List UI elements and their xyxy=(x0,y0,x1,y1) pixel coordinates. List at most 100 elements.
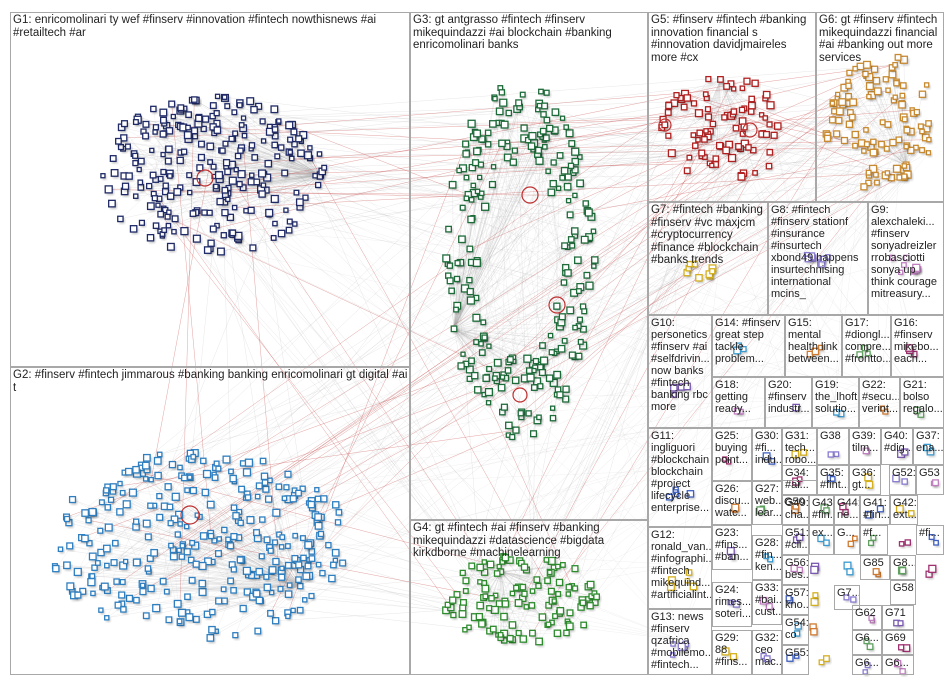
group-label: G26: discu... watc... xyxy=(715,483,750,519)
edge xyxy=(107,521,137,591)
group-box-g37: G37: ena... xyxy=(913,428,944,465)
group-box-gex: ex... xyxy=(809,525,834,555)
edge xyxy=(224,600,288,614)
edge xyxy=(168,160,321,176)
edge xyxy=(250,101,321,176)
group-label: G44: ne... xyxy=(837,497,860,521)
edge xyxy=(206,473,282,548)
group-label: G4: gt #fintech #ai #finserv #banking mi… xyxy=(413,522,605,559)
group-box-gfi: #fi... xyxy=(916,525,944,555)
group-box-g19: G19: the_lhoft solutio... xyxy=(812,377,859,428)
edge xyxy=(163,133,263,174)
group-label: G29: 88 #fins... xyxy=(715,632,748,668)
edge xyxy=(274,174,321,200)
group-label: G52: xyxy=(892,467,916,479)
edge xyxy=(203,128,321,176)
group-label: G22: #secu... verint... xyxy=(862,379,900,415)
edge xyxy=(553,155,561,383)
edge xyxy=(165,174,321,186)
group-box-g39: G39: tilm... xyxy=(849,428,881,465)
group-label: G2: #finserv #fintech jimmarous #banking… xyxy=(13,369,408,394)
group-label: G32: ceo mac... xyxy=(755,632,782,668)
edge xyxy=(101,502,301,587)
edge xyxy=(216,532,257,632)
edge xyxy=(124,151,185,177)
group-box-g18: G18: getting ready... xyxy=(712,377,765,428)
group-box-g25: G25: buying point... xyxy=(712,428,752,481)
edge xyxy=(120,174,321,220)
edge xyxy=(232,174,321,181)
group-box-g8: G8: #fintech #finserv stationf #insuranc… xyxy=(768,202,868,315)
edge xyxy=(164,174,321,231)
edge xyxy=(244,135,321,176)
edge xyxy=(485,206,575,293)
node xyxy=(810,628,818,636)
edge xyxy=(224,174,321,213)
edge xyxy=(141,133,165,162)
edge xyxy=(195,489,242,565)
edge xyxy=(212,537,304,563)
group-box-g27: G27: web... lear... xyxy=(752,481,782,525)
group-label: G7... xyxy=(837,587,860,599)
edge xyxy=(189,174,295,225)
edge xyxy=(271,585,301,593)
edge xyxy=(243,585,301,609)
group-label: G6... xyxy=(855,657,879,669)
group-label: G58 xyxy=(893,582,914,594)
edge xyxy=(266,474,289,577)
group-box-g36: G36: gt... xyxy=(849,465,881,495)
node xyxy=(904,539,911,546)
group-label: G11: ingliguori #blockchain blockchain #… xyxy=(651,430,710,514)
edge xyxy=(100,463,217,553)
edge xyxy=(251,148,321,176)
group-label: #f... xyxy=(863,527,882,539)
edge xyxy=(157,475,301,587)
edge xyxy=(157,174,321,206)
group-label: G1: enricomolinari ty wef #finserv #inno… xyxy=(13,14,377,39)
edge xyxy=(291,158,321,176)
edge xyxy=(180,152,264,175)
group-label: G43: #fin... xyxy=(812,497,834,521)
group-label: G... xyxy=(837,527,855,539)
group-box-g15: G15: mental health link between... xyxy=(785,315,842,377)
group-box-g28: G28: #fin... ken... xyxy=(752,535,782,580)
edge xyxy=(537,109,569,201)
group-box-g4: G4: gt #fintech #ai #finserv #banking mi… xyxy=(410,520,648,675)
group-label: G16: #finserv mikebo... each... xyxy=(894,317,939,365)
group-label: G17: #diongl... compre... #fronttо... xyxy=(845,317,891,365)
edge xyxy=(453,328,555,354)
edge xyxy=(77,505,155,573)
group-box-g8b: G8... xyxy=(890,555,916,580)
edge xyxy=(205,118,321,176)
edge xyxy=(168,174,321,213)
edge xyxy=(259,485,339,513)
group-label: G8: #fintech #finserv stationf #insuranc… xyxy=(771,204,859,300)
group-label: G62 xyxy=(855,607,876,619)
group-box-g30: G30: #fi... indu... xyxy=(752,428,782,481)
edge xyxy=(212,115,321,176)
group-label: G6... xyxy=(885,657,909,669)
edge xyxy=(173,174,321,232)
group-label: G30: #fi... indu... xyxy=(755,430,782,466)
edge xyxy=(153,108,164,172)
group-box-g29: G29: 88 #fins... xyxy=(712,630,752,675)
group-box-g71: G71 xyxy=(882,605,914,630)
edge xyxy=(66,565,301,587)
edge xyxy=(225,174,321,195)
group-box-g51: G51: #cli... xyxy=(782,525,809,555)
group-box-g14: G14: #finserv great step tackle problem.… xyxy=(712,315,785,377)
edge xyxy=(148,571,301,587)
edge xyxy=(300,560,336,587)
group-label: G42: ext... xyxy=(893,497,917,521)
group-box-g52: G52: xyxy=(889,465,916,495)
group-box-g57: G57: kno... xyxy=(782,585,809,615)
edge xyxy=(54,565,95,568)
node xyxy=(928,564,937,573)
group-label: G14: #finserv great step tackle problem.… xyxy=(715,317,781,365)
edge xyxy=(108,189,286,211)
group-box-g7: G7: #fintech #banking #finserv #vc maxjc… xyxy=(648,202,768,315)
edge xyxy=(224,155,309,213)
edge xyxy=(239,102,321,176)
edge xyxy=(453,157,508,329)
